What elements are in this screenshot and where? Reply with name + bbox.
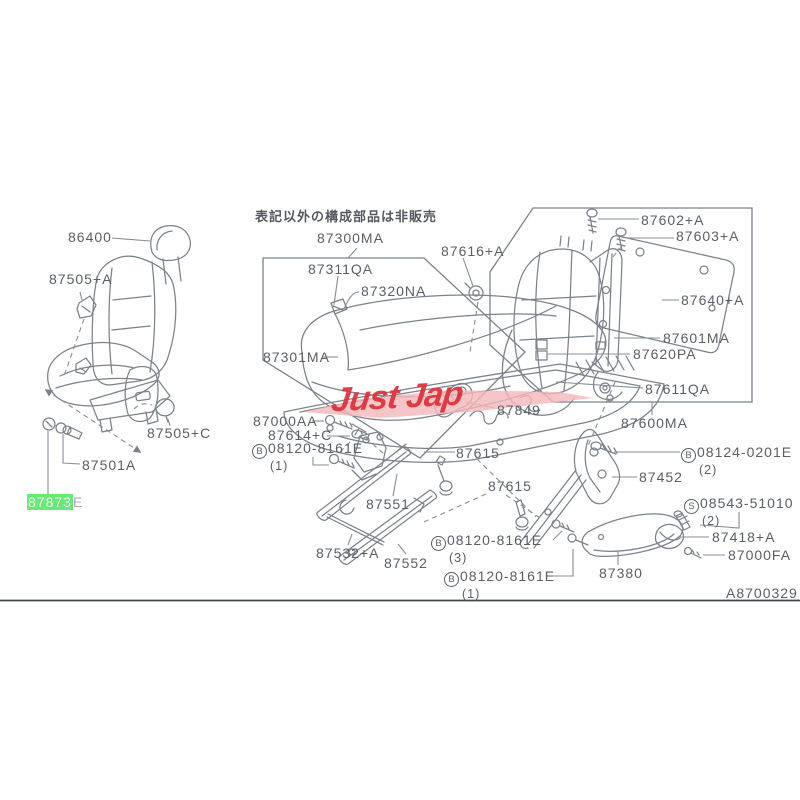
part-label-87000FA[interactable]: 87000FA	[728, 548, 791, 563]
part-number: 87505+A	[49, 271, 113, 287]
circled-prefix-icon: S	[684, 499, 699, 514]
part-number: 87602+A	[641, 212, 705, 228]
part-label-87873E[interactable]: 87873E	[27, 494, 84, 510]
part-label-87418+A[interactable]: 87418+A	[712, 530, 775, 545]
part-number: 87301MA	[263, 349, 330, 365]
quantity: (1)	[462, 587, 481, 601]
part-label-87452[interactable]: 87452	[639, 470, 683, 485]
quantity: (3)	[449, 551, 468, 565]
part-number: 87000AA	[253, 413, 318, 429]
part-number: 08120-8161E	[447, 532, 543, 548]
part-label-87532+A[interactable]: 87532+A	[316, 546, 379, 561]
circled-prefix-icon: B	[444, 572, 459, 587]
right-rail-assembly-drawing	[519, 428, 702, 559]
part-label-87380[interactable]: 87380	[599, 566, 643, 581]
part-number: 87552	[384, 555, 428, 571]
part-label-87320NA[interactable]: 87320NA	[361, 284, 426, 299]
part-label-87849[interactable]: 87849	[497, 403, 541, 418]
part-label-87620PA[interactable]: 87620PA	[633, 347, 697, 362]
part-number: 87600MA	[621, 415, 688, 431]
part-number: 87300MA	[317, 230, 384, 246]
part-number: 87418+A	[712, 529, 776, 545]
part-label-87614+C[interactable]: 87614+C	[268, 428, 332, 443]
part-number: 87615	[488, 478, 532, 494]
part-number: 87380	[599, 565, 643, 581]
part-label-87615[interactable]: 87615	[488, 479, 532, 494]
quantity: (1)	[270, 459, 289, 473]
circled-prefix-icon: B	[252, 444, 267, 459]
part-label-87640+A[interactable]: 87640+A	[681, 293, 744, 308]
dashed-leader-lines	[44, 245, 623, 523]
part-number: 87505+C	[147, 425, 212, 441]
note-japanese: 表記以外の構成部品は非販売	[255, 209, 438, 224]
part-number: 87616+A	[441, 243, 505, 259]
part-label-87602+A[interactable]: 87602+A	[641, 213, 704, 228]
part-number: 87849	[497, 402, 541, 418]
part-number: 87615	[456, 445, 500, 461]
part-number: 87311QA	[308, 261, 374, 277]
part-number: 08124-0201E	[697, 444, 793, 460]
part-label-87552[interactable]: 87552	[384, 556, 428, 571]
leader-lines	[47, 218, 740, 577]
part-number: 87601MA	[663, 330, 730, 346]
part-label-87600MA[interactable]: 87600MA	[621, 416, 688, 431]
diagram-code: A8700329	[726, 585, 798, 601]
part-label-87551[interactable]: 87551	[366, 497, 410, 512]
part-label-87505+C[interactable]: 87505+C	[147, 426, 211, 441]
part-label-87611QA[interactable]: 87611QA	[645, 382, 710, 397]
part-label-87616+A[interactable]: 87616+A	[441, 244, 504, 259]
left-seat-assembly-drawing	[42, 224, 192, 440]
part-label-87603+A[interactable]: 87603+A	[676, 229, 739, 244]
highlighted-part-number: 87873	[27, 494, 73, 510]
part-number: 87620PA	[633, 346, 697, 362]
quantity: (2)	[702, 514, 721, 528]
part-number: 87452	[639, 469, 683, 485]
part-label-87501A[interactable]: 87501A	[82, 458, 136, 473]
part-label-87301MA[interactable]: 87301MA	[263, 350, 330, 365]
circled-prefix-icon: B	[681, 448, 696, 463]
part-number: 08120-8161E	[268, 440, 364, 456]
part-number: 87501A	[82, 457, 137, 473]
part-label-86400[interactable]: 86400	[68, 230, 112, 245]
part-number: 87320NA	[361, 283, 427, 299]
part-number: 87603+A	[676, 228, 740, 244]
part-number: 08120-8161E	[460, 568, 556, 584]
part-label-87505+A[interactable]: 87505+A	[49, 272, 112, 287]
part-number-suffix: E	[72, 494, 84, 510]
part-label-87311QA[interactable]: 87311QA	[308, 262, 373, 277]
part-number: 87000FA	[728, 547, 792, 563]
part-number: 87551	[366, 496, 410, 512]
part-number: 87532+A	[316, 545, 380, 561]
part-label-87615[interactable]: 87615	[456, 446, 500, 461]
quantity: (2)	[699, 463, 718, 477]
circled-prefix-icon: B	[431, 536, 446, 551]
part-number: 87614+C	[268, 427, 333, 443]
part-number: 87640+A	[681, 292, 745, 308]
part-label-87000AA[interactable]: 87000AA	[253, 414, 318, 429]
part-label-87601MA[interactable]: 87601MA	[663, 331, 730, 346]
part-number: 86400	[68, 229, 112, 245]
part-label-87300MA[interactable]: 87300MA	[317, 231, 384, 246]
part-number: 08543-51010	[700, 495, 794, 511]
part-number: 87611QA	[645, 381, 711, 397]
